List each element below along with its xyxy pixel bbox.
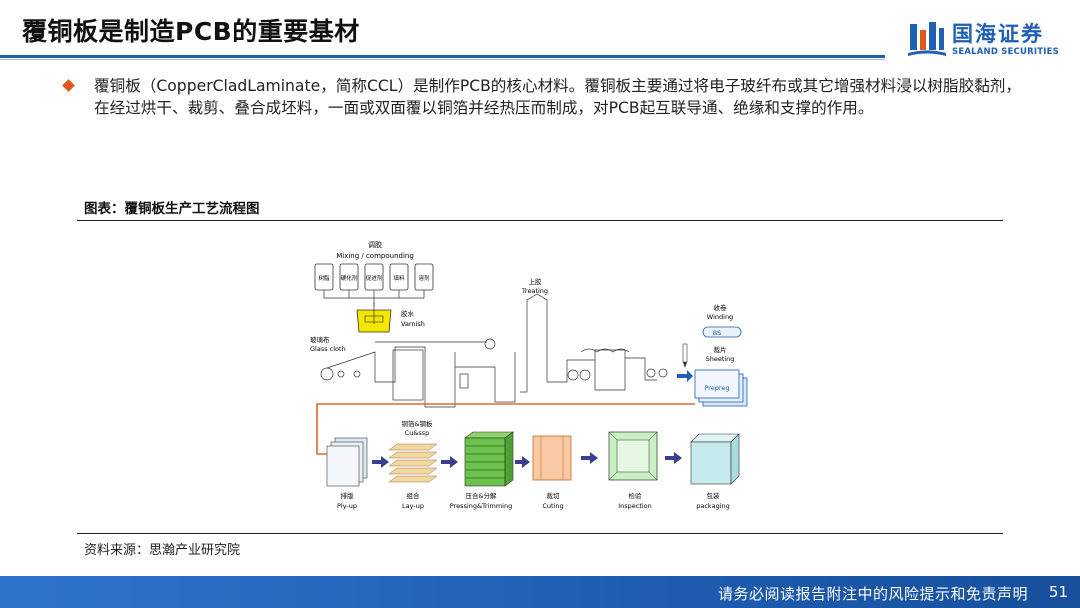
winding-label-cn: 收卷 <box>714 303 728 312</box>
treating-label-en: Treating <box>521 287 548 295</box>
flow-connector <box>316 403 695 455</box>
to-prepreg-arrow <box>677 370 693 382</box>
step-label-cn: 排版 <box>341 491 355 500</box>
mixing-label-cn: 调胶 <box>368 240 382 249</box>
tank-label: 树脂 <box>318 274 330 282</box>
sheeting-label-cn: 裁片 <box>714 345 727 354</box>
cussp-label-cn: 铜箔&钢板 <box>401 419 433 428</box>
figure-top-rule <box>77 220 1003 221</box>
sheeting-label-en: Sheeting <box>706 355 735 363</box>
winding-label-en: Winding <box>707 313 733 321</box>
logo-chinese-name: 国海证券 <box>952 22 1044 46</box>
process-flow-svg: 调胶 Mixing / compounding 树脂 硬化剂 促进剂 填料 溶剂… <box>310 240 748 510</box>
ccl-process-diagram: 调胶 Mixing / compounding 树脂 硬化剂 促进剂 填料 溶剂… <box>305 232 775 528</box>
treating-line <box>320 293 668 408</box>
bs-label: BS <box>713 329 721 337</box>
footer-disclaimer: 请务必阅读报告附注中的风险提示和免责声明 <box>717 585 1028 603</box>
step-label-cn: 组合 <box>407 491 421 500</box>
layup-stack <box>388 443 438 483</box>
tank-pipes <box>323 290 425 307</box>
tank-label: 硬化剂 <box>341 274 358 282</box>
tank-label: 促进剂 <box>366 274 383 282</box>
footer-bar: 请务必阅读报告附注中的风险提示和免责声明 51 <box>0 576 1080 608</box>
step-label-en: Ply-up <box>337 502 357 510</box>
varnish-label-en: Varnish <box>401 320 425 328</box>
prepreg-label: Prepreg <box>704 384 729 392</box>
cussp-label-en: Cu&ssp <box>405 429 430 437</box>
glass-cloth-label-cn: 玻璃布 <box>310 335 330 344</box>
step-label-en: Lay-up <box>402 502 424 510</box>
step-label-cn: 包装 <box>707 491 721 500</box>
varnish-label-cn: 胶水 <box>401 309 415 318</box>
step-label-cn: 压合&分解 <box>465 491 497 500</box>
step-label-cn: 检验 <box>629 491 643 500</box>
pressing-stack <box>464 431 514 487</box>
page-number: 51 <box>1048 583 1068 601</box>
packaging-box <box>690 433 740 485</box>
figure-source: 资料来源：思瀚产业研究院 <box>84 543 241 558</box>
prepreg-stack <box>694 369 748 407</box>
step-label-en: packaging <box>696 502 730 510</box>
step-label-en: Inspection <box>618 502 652 510</box>
step-arrows <box>372 452 682 468</box>
treating-label-cn: 上胶 <box>529 277 543 286</box>
tank-label: 溶剂 <box>418 274 430 282</box>
step-label-en: Pressing&Trimming <box>450 502 512 510</box>
step-label-cn: 裁切 <box>547 491 561 500</box>
mixing-label-en: Mixing / compounding <box>336 252 414 260</box>
company-logo: 国海证券 SEALAND SECURITIES <box>908 18 1068 62</box>
glass-cloth-label-en: Glass cloth <box>310 345 346 353</box>
bs-roll <box>702 326 742 338</box>
page-title: 覆铜板是制造PCB的重要基材 <box>22 17 360 46</box>
varnish-mixer <box>356 302 392 333</box>
figure-caption: 图表：覆铜板生产工艺流程图 <box>84 201 260 217</box>
plyup-stack <box>326 437 368 487</box>
sealand-logo-icon <box>908 22 946 56</box>
bullet-diamond-icon <box>62 79 75 92</box>
title-underline <box>0 55 885 58</box>
logo-english-name: SEALAND SECURITIES <box>952 47 1059 57</box>
title-underline-thin <box>0 59 885 60</box>
tank-label: 填料 <box>393 274 405 282</box>
figure-bottom-rule <box>77 533 1003 534</box>
intro-paragraph: 覆铜板（CopperCladLaminate，简称CCL）是制作PCB的核心材料… <box>94 77 1021 117</box>
inspection-block <box>608 431 658 481</box>
sheeting-knife-icon <box>682 343 688 368</box>
step-label-en: Cuting <box>542 502 563 510</box>
cutting-block <box>532 435 572 481</box>
